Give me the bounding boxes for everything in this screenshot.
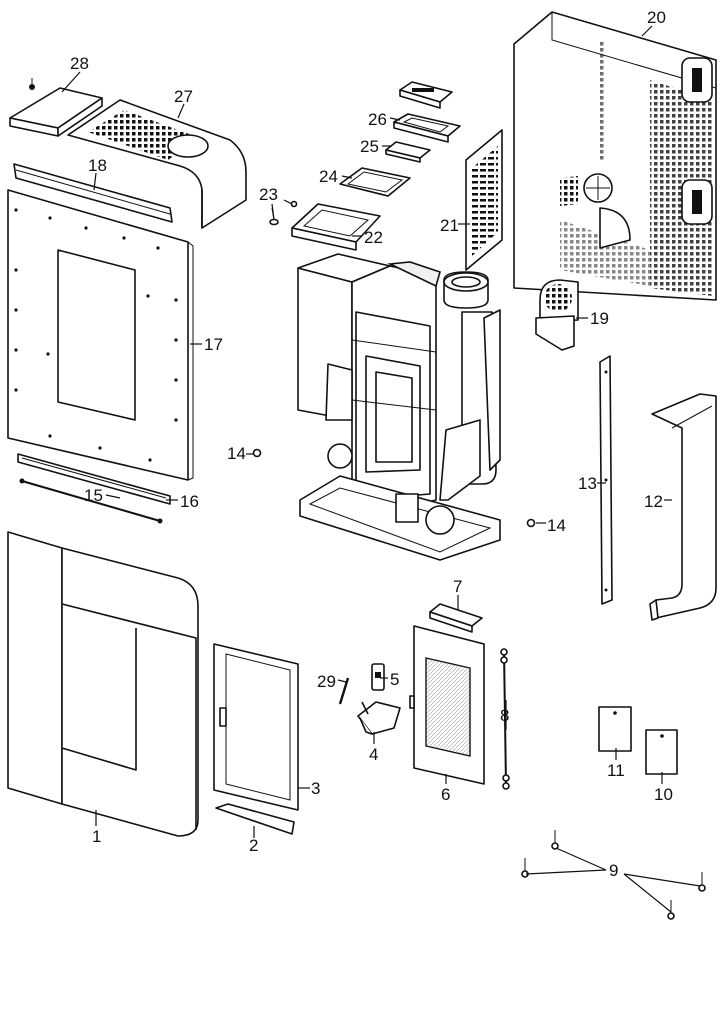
callout-3: 3 xyxy=(311,779,320,798)
callout-7: 7 xyxy=(453,577,462,596)
callout-26: 26 xyxy=(368,110,387,129)
callout-23: 23 xyxy=(259,185,278,204)
stove-body-assembly xyxy=(297,253,501,561)
part-20-back-panel xyxy=(513,11,717,301)
part-25-panel-glass xyxy=(385,141,431,163)
callout-19: 19 xyxy=(590,309,609,328)
part-12-curved-side-panel xyxy=(649,393,717,621)
part-18-top-rail xyxy=(13,163,173,223)
callout-20: 20 xyxy=(647,8,666,27)
part-5-clip xyxy=(371,663,385,691)
part-24-gasket-frame xyxy=(339,167,411,197)
callout-25: 25 xyxy=(360,137,379,156)
callout-13: 13 xyxy=(578,474,597,493)
part-7-bracket xyxy=(429,603,483,633)
callout-2: 2 xyxy=(249,836,258,855)
leader-lines xyxy=(61,25,701,913)
callout-27: 27 xyxy=(174,87,193,106)
part-17-side-panel xyxy=(7,189,194,481)
callout-11: 11 xyxy=(607,761,625,780)
callout-16: 16 xyxy=(180,492,199,511)
part-27-top-grille-cover xyxy=(67,99,247,229)
part-29-rod xyxy=(338,677,350,705)
part-3-door-frame xyxy=(213,643,299,811)
callout-14-left: 14 xyxy=(227,444,246,463)
part-2-bottom-trim xyxy=(215,803,295,835)
part-16-bottom-rail xyxy=(17,453,171,505)
callout-29: 29 xyxy=(317,672,336,691)
callout-17: 17 xyxy=(204,335,223,354)
part-11-plate xyxy=(598,706,632,752)
part-13-vertical-strip xyxy=(599,355,613,605)
part-15-rod xyxy=(19,478,163,524)
callout-21: 21 xyxy=(440,216,459,235)
part-14-screw-right xyxy=(526,518,536,528)
callout-4: 4 xyxy=(369,745,378,764)
callout-5: 5 xyxy=(390,670,399,689)
part-19-fan-grille xyxy=(535,279,579,351)
callout-10: 10 xyxy=(654,785,673,804)
part-control-panel xyxy=(399,81,453,109)
part-8-hinge-rod xyxy=(500,648,510,790)
callout-14-right: 14 xyxy=(547,516,566,535)
callout-8: 8 xyxy=(500,706,509,725)
callout-18: 18 xyxy=(88,156,107,175)
part-21-louvre-panel xyxy=(465,129,503,271)
callout-6: 6 xyxy=(441,785,450,804)
callout-15: 15 xyxy=(84,486,103,505)
part-10-plate xyxy=(645,729,678,775)
part-23-screw xyxy=(269,200,298,226)
callout-12: 12 xyxy=(644,492,663,511)
part-1-front-panel xyxy=(7,531,199,837)
callout-24: 24 xyxy=(319,167,338,186)
part-28-top-lid xyxy=(9,78,103,137)
part-22-plate-frame xyxy=(291,203,381,251)
part-14-screw-left xyxy=(252,448,262,458)
part-6-glass-door xyxy=(409,625,485,785)
callout-28: 28 xyxy=(70,54,89,73)
part-26-panel-frame xyxy=(393,113,461,143)
callout-22: 22 xyxy=(364,228,383,247)
callout-9: 9 xyxy=(609,861,618,880)
callout-1: 1 xyxy=(92,827,101,846)
callout-labels: 28 27 18 17 14 15 16 23 24 22 25 26 20 2… xyxy=(70,8,673,880)
part-9-feet xyxy=(521,830,706,920)
part-4-burn-pot xyxy=(357,701,401,735)
